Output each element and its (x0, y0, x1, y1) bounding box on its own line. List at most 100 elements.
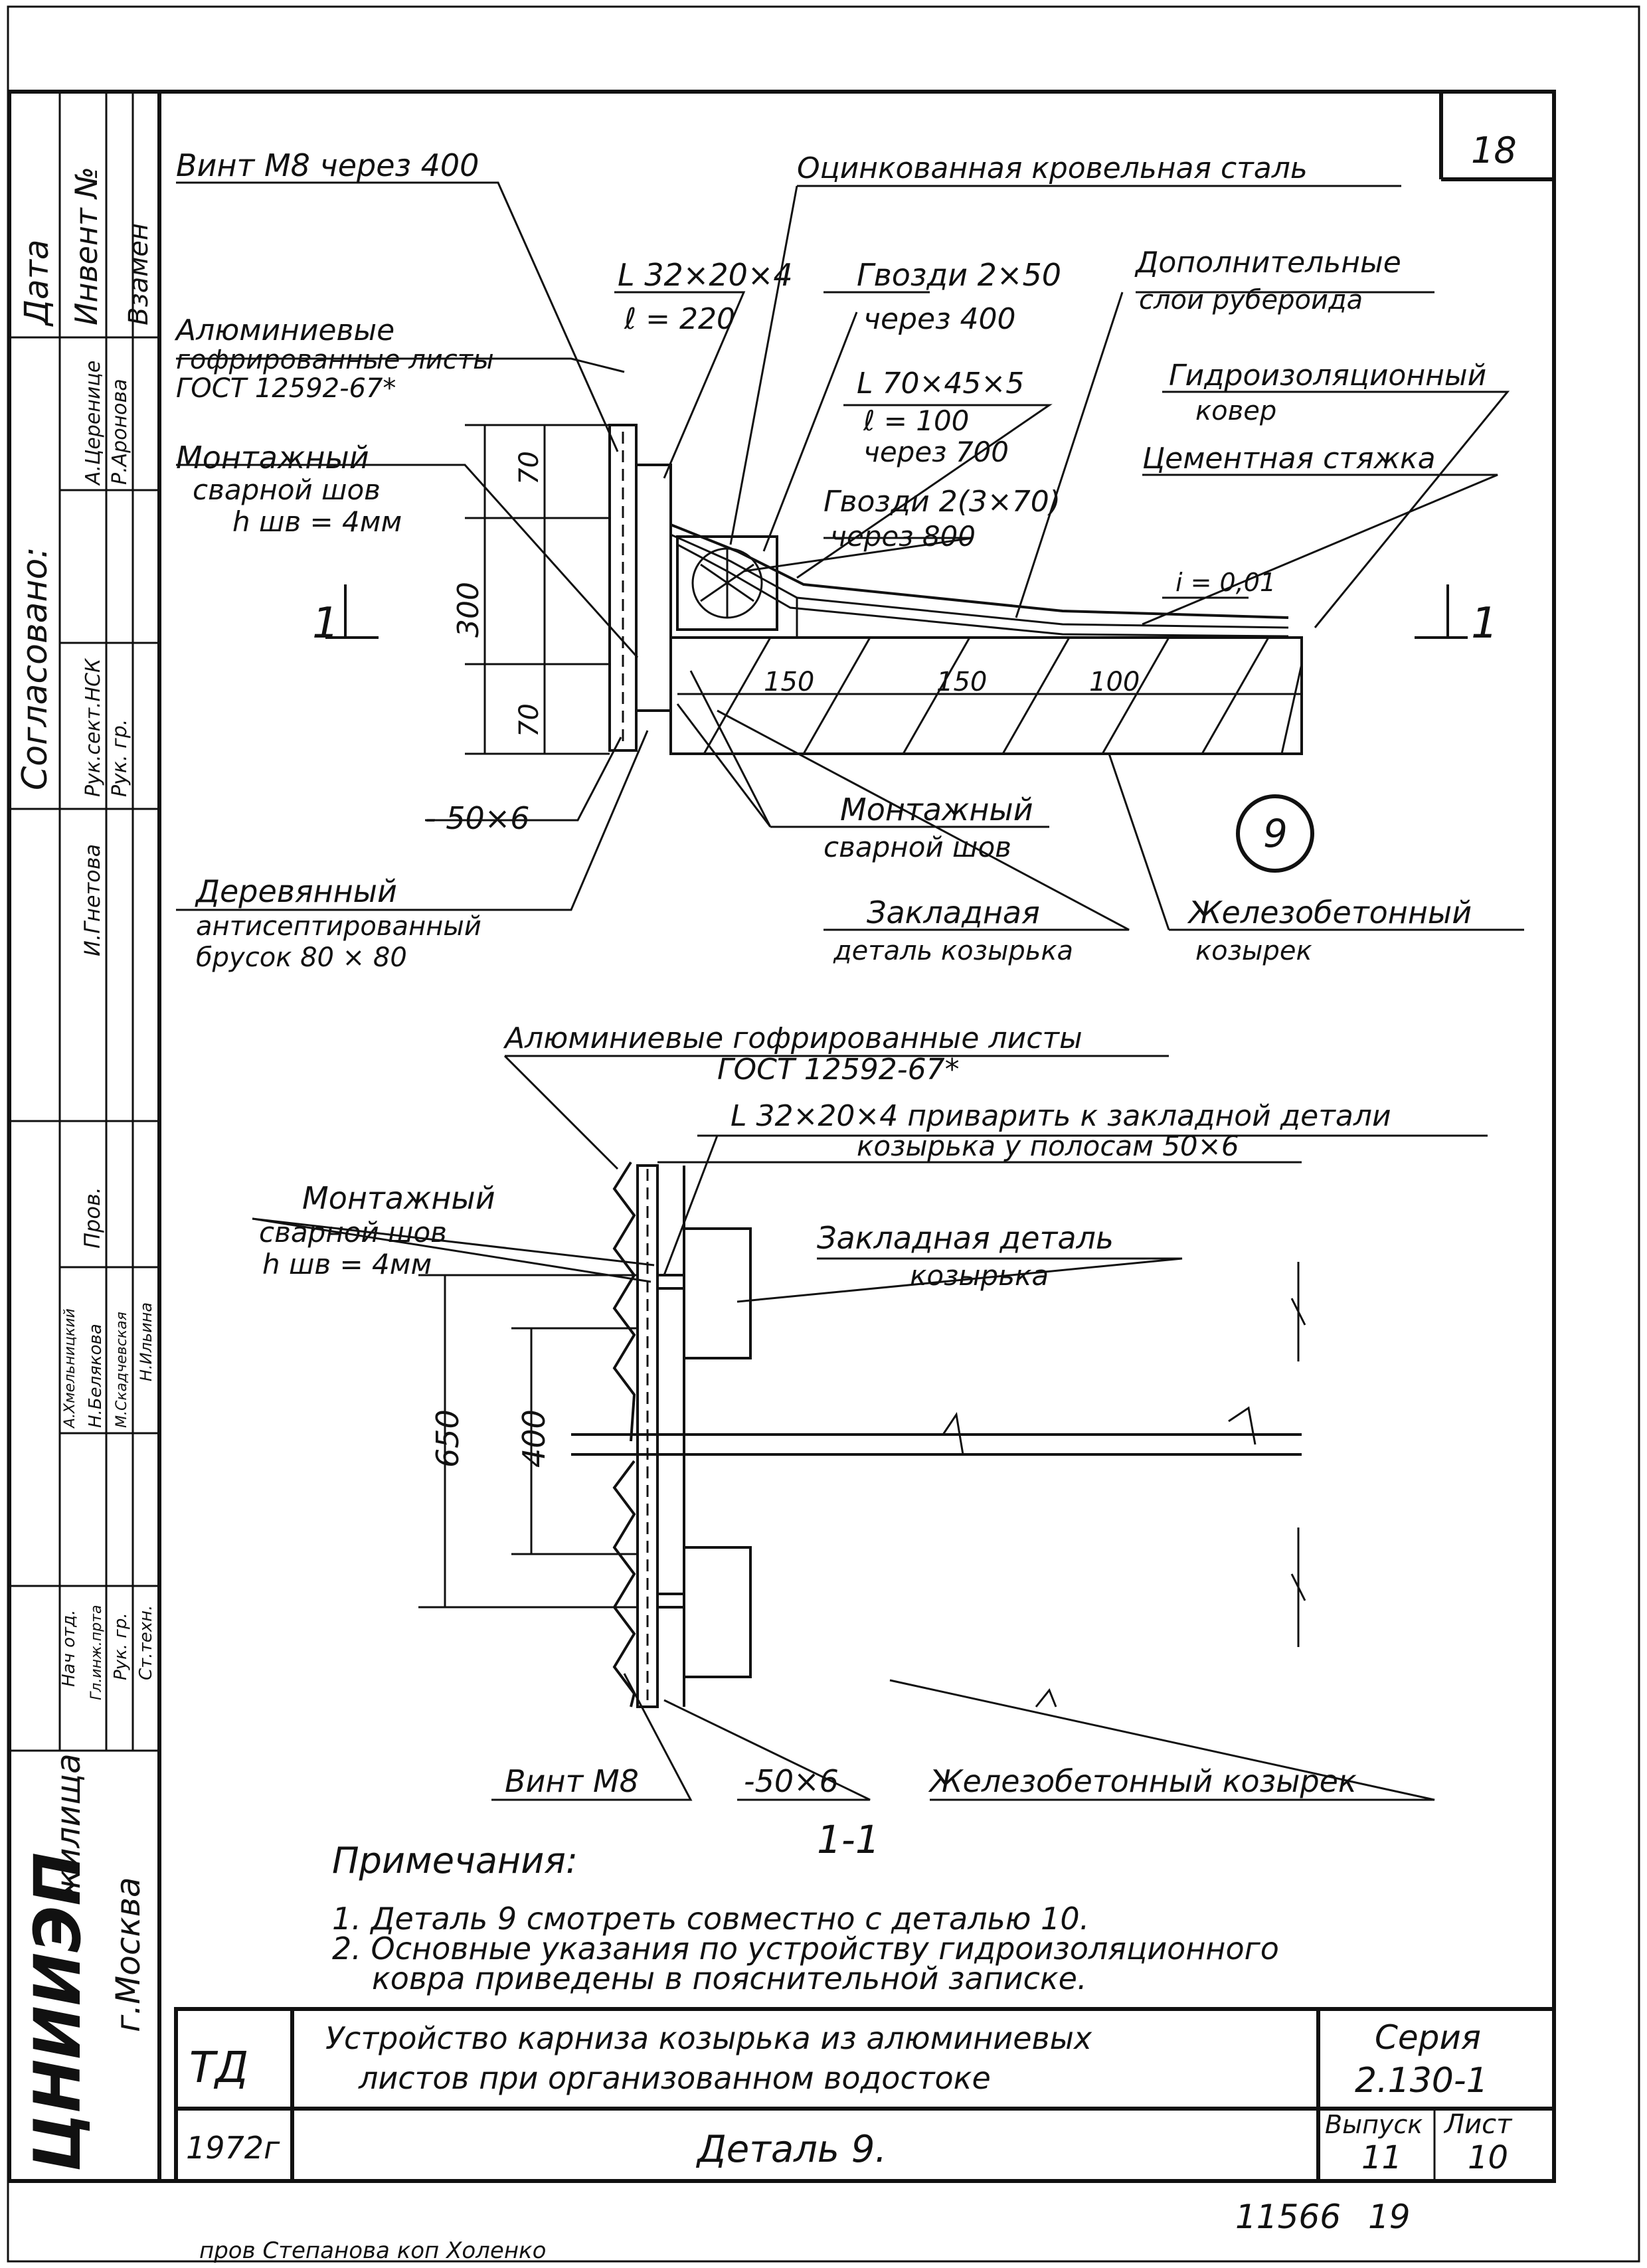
note-1: 1. Деталь 9 смотреть совместно с деталью… (332, 1901, 1089, 1937)
side-stamp-frame (7, 90, 161, 2183)
stamp-author-4: Н.Ильина (137, 1302, 155, 1381)
issue-value: 11 (1361, 2139, 1402, 2176)
stamp-sector-role-1: Рук.сект.НСК (82, 657, 105, 797)
label-embed-1: Закладная (867, 895, 1040, 930)
plan-embed-2: козырька (910, 1259, 1049, 1292)
handwritten-note: пров Степанова коп Холенко (199, 2237, 546, 2264)
sheet-label: Лист (1443, 2109, 1513, 2140)
label-weld-b1: Монтажный (840, 792, 1033, 828)
stamp-date: Дата (17, 240, 56, 327)
sheet-value: 10 (1468, 2139, 1508, 2176)
label-angle-small-len: ℓ = 220 (624, 302, 735, 336)
dim-150-a: 150 (764, 667, 814, 697)
notes-title: Примечания: (332, 1840, 578, 1881)
title-line-1: Устройство карниза козырька из алюминиев… (325, 2020, 1092, 2056)
dim-400: 400 (516, 1409, 552, 1468)
plan-angle-1: L 32×20×4 приварить к закладной детали (731, 1099, 1391, 1133)
issue-label: Выпуск (1325, 2110, 1423, 2139)
section-drawing: i = 0,01 1 1 70 300 70 150 150 100 (176, 181, 1524, 931)
stamp-agreed-person-2: Р.Аронова (108, 379, 131, 485)
label-embed-2: деталь козырька (833, 936, 1073, 966)
title-line-2: листов при организованном водостоке (358, 2060, 991, 2096)
label-nails-2-step: через 800 (830, 520, 976, 553)
dim-70-bottom: 70 (514, 703, 545, 737)
label-weld-3: h шв = 4мм (232, 505, 402, 538)
stamp-org: ЦНИИЭП (21, 1852, 95, 2172)
label-extra-layers-2: слои рубероида (1139, 285, 1363, 315)
label-nails-2: Гвозди 2(3×70) (824, 485, 1061, 519)
plan-strip: -50×6 (744, 1763, 839, 1799)
stamp-role-2: Гл.инж.прта (88, 1605, 105, 1700)
label-screw: Винт М8 через 400 (176, 147, 479, 183)
label-alu-2: гофрированные листы (176, 345, 494, 375)
archive-number: 11566 (1235, 2198, 1341, 2236)
plan-weld-2: сварной шов (259, 1216, 447, 1249)
dim-150-b: 150 (936, 667, 987, 697)
label-waterproof-1: Гидроизоляционный (1169, 359, 1486, 393)
plan-section-title: 1-1 (817, 1817, 880, 1862)
plan-embed-1: Закладная деталь (817, 1220, 1114, 1256)
label-canopy-2: козырек (1195, 936, 1312, 966)
plan-angle-2: козырька у полосам 50×6 (857, 1130, 1239, 1162)
label-angle-small: L 32×20×4 (618, 257, 793, 293)
dim-650: 650 (430, 1409, 466, 1468)
label-angle-big-len: ℓ = 100 (863, 404, 969, 437)
stamp-role-4: Ст.техн. (136, 1605, 156, 1680)
label-extra-layers-1: Дополнительные (1134, 246, 1401, 280)
label-strip: - 50×6 (425, 800, 530, 836)
note-3: ковра приведены в пояснительной записке. (372, 1961, 1087, 1996)
stamp-role-1: Нач отд. (59, 1610, 79, 1687)
label-weld-1: Монтажный (176, 440, 369, 476)
stamp-agreed-title: Согласовано: (15, 547, 55, 790)
title-block (174, 2007, 1556, 2183)
stamp-agreed-person-1: А.Церенице (82, 361, 105, 486)
series-value: 2.130-1 (1355, 2061, 1488, 2101)
label-nails-1: Гвозди 2×50 (857, 257, 1061, 293)
title-code: ТД (189, 2044, 248, 2093)
label-alu-3: ГОСТ 12592-67* (176, 373, 396, 404)
label-alu-1: Алюминиевые (174, 313, 394, 347)
label-nails-1-step: через 400 (863, 302, 1015, 336)
stamp-author-2: Н.Белякова (86, 1324, 106, 1428)
label-wood-3: брусок 80 × 80 (196, 942, 407, 973)
plan-screw: Винт М8 (505, 1763, 639, 1799)
stamp-checked: Пров. (80, 1187, 105, 1249)
series-label: Серия (1375, 2018, 1481, 2057)
stamp-replaces: Взамен (124, 223, 154, 325)
stamp-checker: И.Гнетова (80, 844, 105, 956)
section-mark-right: 1 (1471, 599, 1498, 648)
plan-drawing: 650 400 (252, 1055, 1488, 1801)
plan-weld-1: Монтажный (302, 1180, 495, 1216)
label-canopy-1: Железобетонный (1187, 895, 1472, 930)
detail-circle (1236, 794, 1314, 873)
label-screed: Цементная стяжка (1142, 442, 1436, 476)
label-wood-1: Деревянный (195, 873, 397, 909)
section-mark-left: 1 (312, 599, 339, 648)
stamp-inventory: Инвент № (68, 167, 104, 325)
label-steel: Оцинкованная кровельная сталь (797, 151, 1308, 185)
plan-alu-2: ГОСТ 12592-67* (717, 1053, 960, 1087)
note-2: 2. Основные указания по устройству гидро… (332, 1931, 1279, 1966)
slope-label: i = 0,01 (1175, 568, 1276, 597)
page-number: 19 (1368, 2198, 1411, 2236)
label-angle-big-step: через 700 (863, 436, 1009, 468)
sheet-number: 18 (1471, 130, 1517, 171)
dim-70-top: 70 (514, 451, 545, 485)
stamp-sector-role-2: Рук. гр. (108, 719, 131, 797)
plan-canopy: Железобетонный козырек (928, 1763, 1357, 1799)
stamp-org-sub: жилища (49, 1753, 88, 1900)
title-detail: Деталь 9. (695, 2128, 887, 2171)
stamp-author-3: М.Скадчевская (114, 1312, 130, 1428)
title-year: 1972г (186, 2130, 280, 2166)
dim-300: 300 (452, 582, 485, 638)
label-weld-b2: сварной шов (824, 831, 1011, 863)
stamp-role-3: Рук. гр. (111, 1613, 131, 1680)
plan-weld-3: h шв = 4мм (262, 1248, 432, 1280)
stamp-city: г.Москва (109, 1877, 147, 2032)
plan-alu-1: Алюминиевые гофрированные листы (503, 1021, 1083, 1055)
label-wood-2: антисептированный (196, 911, 481, 942)
dim-100: 100 (1089, 667, 1140, 697)
label-waterproof-2: ковер (1195, 396, 1276, 426)
detail-number: 9 (1263, 811, 1288, 856)
